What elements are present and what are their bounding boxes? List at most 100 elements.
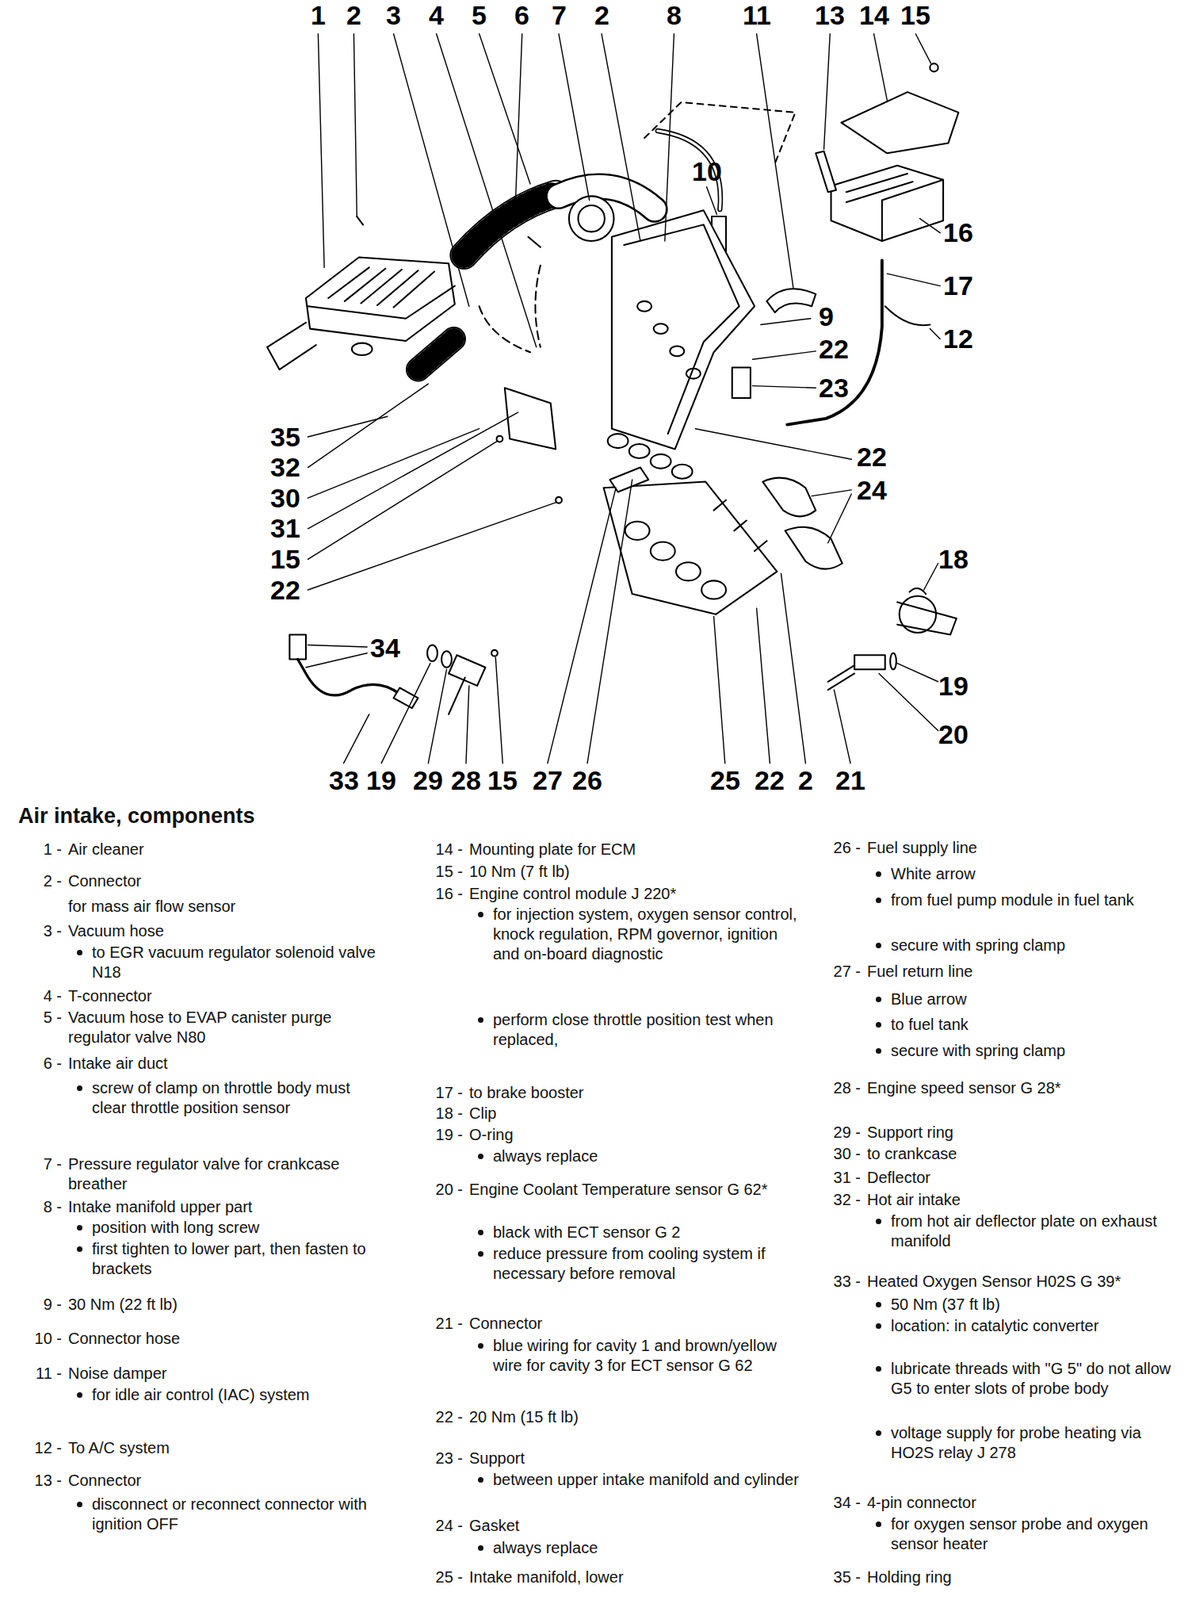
item-number: 17 - [418, 1082, 463, 1103]
leader-line [547, 487, 616, 763]
leader-line [308, 501, 558, 590]
part-name: Engine speed sensor G 28* [867, 1077, 1181, 1098]
leader-line [308, 440, 498, 559]
runner [653, 323, 669, 334]
4-pin-connector [289, 634, 306, 660]
o-ring [890, 653, 897, 670]
upper-manifold-edge [623, 224, 739, 434]
callout-number: 14 [859, 1, 890, 29]
leader-line [393, 34, 470, 307]
item-number: 6 - [17, 1053, 62, 1074]
support [732, 366, 751, 398]
leader-line [915, 34, 931, 64]
callout-number: 30 [270, 484, 301, 512]
air-cleaner-housing [305, 257, 455, 341]
gasket-port [629, 443, 650, 459]
ect-connector [828, 664, 855, 690]
leader-line [308, 416, 388, 437]
bullet-dot [875, 1520, 882, 1527]
item-number: 27 - [816, 961, 861, 982]
bullet-note: from fuel pump module in fuel tank [890, 890, 1181, 910]
bullet-note: location: in catalytic converter [890, 1315, 1181, 1336]
item-number: 12 - [17, 1437, 62, 1458]
item-number: 35 - [816, 1566, 861, 1587]
ecm [815, 63, 959, 241]
callout-number: 21 [835, 766, 866, 794]
bullet-note: for idle air control (IAC) system [91, 1384, 386, 1405]
leader-line [924, 563, 939, 590]
callout-number: 10 [691, 157, 723, 185]
gasket-port [607, 433, 629, 448]
leader-line [305, 644, 367, 667]
callout-number: 34 [370, 634, 401, 661]
item-number: 25 - [418, 1566, 463, 1587]
item-number: 29 - [816, 1122, 861, 1143]
bullet-note: screw of clamp on throttle body must cle… [91, 1077, 386, 1118]
item-number: 9 - [17, 1294, 62, 1315]
noise-damper [767, 288, 817, 313]
part-name: 30 Nm (22 ft lb) [68, 1294, 386, 1315]
port [650, 541, 676, 560]
part-name: 20 Nm (15 ft lb) [469, 1406, 803, 1427]
part-name: Fuel return line [867, 961, 1181, 982]
bullet-dot [875, 1021, 882, 1028]
callout-number: 6 [514, 1, 530, 29]
ecm-body [831, 165, 944, 241]
leader-line [919, 218, 940, 234]
callout-number: 18 [938, 545, 969, 573]
flange [899, 596, 937, 633]
bullet-note: 50 Nm (37 ft lb) [890, 1294, 1181, 1315]
sensor-wire [298, 658, 401, 695]
port [701, 580, 726, 599]
bullet-note: first tighten to lower part, then fasten… [91, 1238, 386, 1279]
hose-outline [463, 194, 556, 256]
part-name: Vacuum hose to EVAP canister purge regul… [68, 1007, 386, 1047]
bullet-note: position with long screw [91, 1217, 386, 1238]
bullet-dot [875, 996, 882, 1002]
callout-number: 25 [710, 766, 741, 794]
callout-number: 23 [818, 374, 849, 402]
part-name: Intake manifold upper part [68, 1196, 386, 1217]
bullet-note: White arrow [890, 863, 1181, 884]
bullet-dot [76, 1245, 83, 1252]
bullet-note: reduce pressure from cooling system if n… [492, 1243, 803, 1284]
part-name: Intake air duct [68, 1053, 386, 1074]
coolant-flange [828, 588, 957, 690]
leader-line [353, 34, 357, 217]
part-name: Deflector [867, 1167, 1181, 1188]
air-cleaner-outlet [267, 322, 317, 370]
callout-number: 8 [666, 1, 682, 29]
item-number: 13 - [17, 1470, 62, 1490]
bullet-dot [76, 949, 83, 956]
item-number: 16 - [418, 883, 463, 904]
bullet-dot [76, 1391, 83, 1398]
callout-number: 35 [270, 423, 301, 451]
leader-lines [305, 34, 940, 764]
gasket-outline [762, 477, 816, 517]
item-number: 10 - [17, 1328, 62, 1349]
leader-line [479, 34, 531, 184]
sensor-head [448, 654, 486, 686]
leader-line [343, 714, 370, 764]
bullet-note: always replace [492, 1146, 803, 1166]
gasket-port [650, 454, 672, 469]
bullet-dot [875, 871, 882, 877]
leader-line [929, 328, 940, 340]
connector [815, 151, 837, 192]
leader-line [427, 668, 447, 763]
brake-booster-line [787, 259, 930, 425]
leader-line [833, 689, 851, 764]
part-name: Connector [68, 1470, 386, 1490]
ecm-ridge [846, 173, 944, 241]
callout-number: 27 [532, 766, 563, 794]
bullet-dot [477, 1342, 484, 1349]
leader-line [752, 351, 816, 360]
item-number: 28 - [816, 1077, 861, 1098]
bullet-dot [875, 1322, 882, 1329]
bullet-dot [477, 1153, 484, 1159]
callout-number: 22 [270, 576, 301, 604]
booster-hose [787, 259, 883, 425]
callout-number: 3 [385, 1, 402, 29]
callout-number: 5 [471, 1, 487, 29]
leader-line [695, 428, 852, 460]
